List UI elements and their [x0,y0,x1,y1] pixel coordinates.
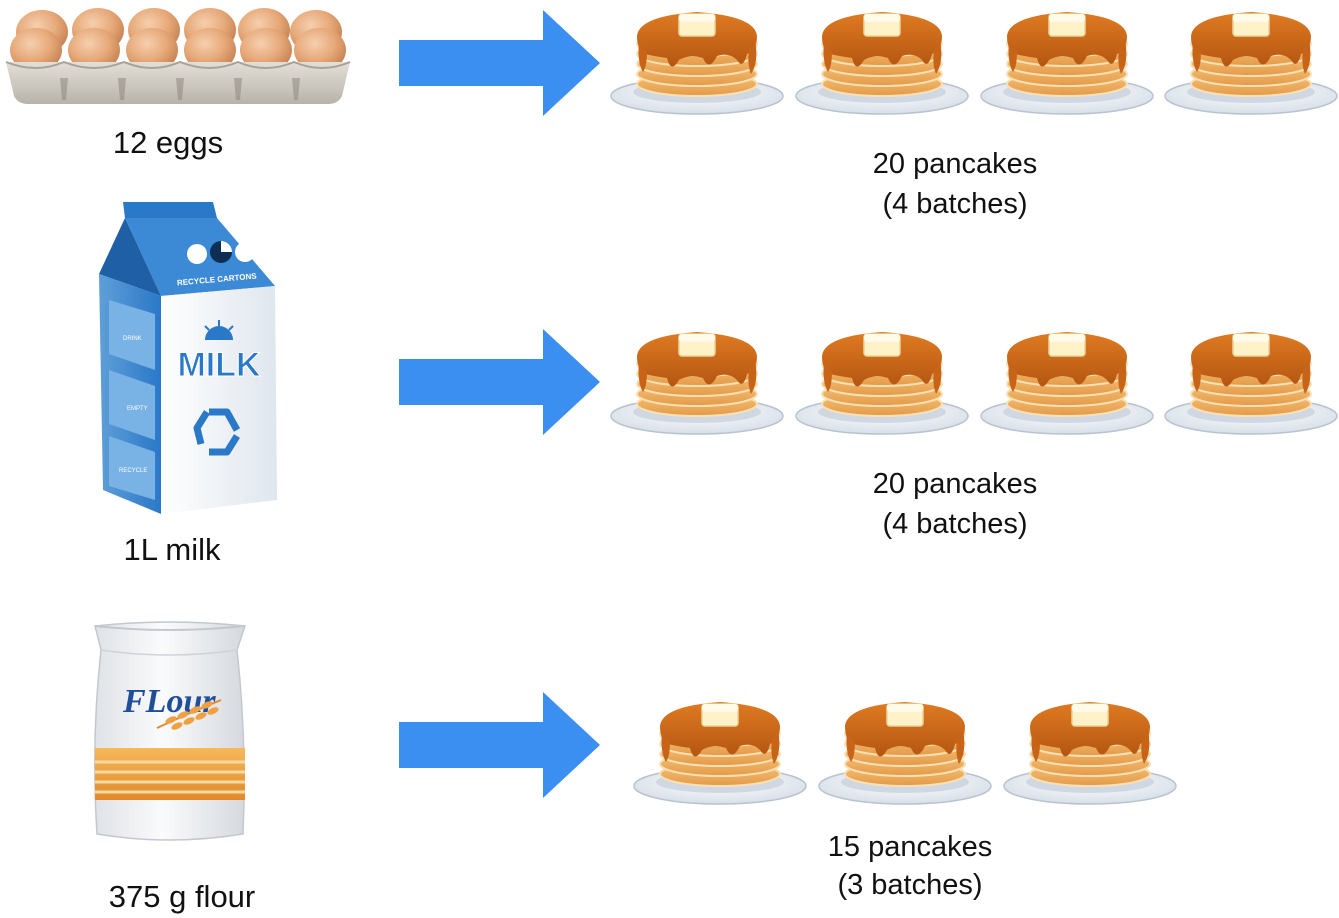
milk-carton-illustration: RECYCLE CARTONS DRINK EMPTY RECYCLE MILK [97,200,282,518]
pancake-stack-row-3-b [817,690,993,808]
pancake-stack-row-1-a [609,0,785,118]
result-label-row-3-line-2: (3 batches) [810,866,1010,904]
result-label-row-3-line-1: 15 pancakes [810,828,1010,866]
pancake-stack-row-2-c [979,320,1155,438]
result-label-row-2-line-2: (4 batches) [855,505,1055,543]
arrow-row-3 [397,690,602,800]
pancake-stack-row-2-b [794,320,970,438]
ingredient-label-milk: 1L milk [82,530,262,569]
arrow-right-icon [399,692,600,798]
egg-carton-illustration [2,4,354,106]
milk-side-text-3: RECYCLE [119,468,147,474]
result-label-row-2-line-1: 20 pancakes [855,465,1055,503]
milk-brand-text: MILK [177,346,261,384]
pancake-stack-row-2-d [1163,320,1339,438]
milk-side-text-1: DRINK [123,336,142,342]
milk-side-text-2: EMPTY [127,406,148,412]
ingredient-label-eggs: 12 eggs [68,123,268,162]
flour-bag-illustration: FLour [87,620,252,852]
arrow-row-1 [397,8,602,118]
pancake-stack-row-2-a [609,320,785,438]
pancake-stack-row-3-a [632,690,808,808]
egg-row-back [16,8,342,54]
arrow-row-2 [397,327,602,437]
result-label-row-1-line-1: 20 pancakes [855,145,1055,183]
pancake-stack-row-3-c [1002,690,1178,808]
pancake-stack-row-1-c [979,0,1155,118]
result-label-row-1-line-2: (4 batches) [855,185,1055,223]
arrow-right-icon [399,329,600,435]
pancake-stack-row-1-d [1163,0,1339,118]
arrow-right-icon [399,10,600,116]
pancake-stack-row-1-b [794,0,970,118]
ingredient-label-flour: 375 g flour [72,877,292,916]
